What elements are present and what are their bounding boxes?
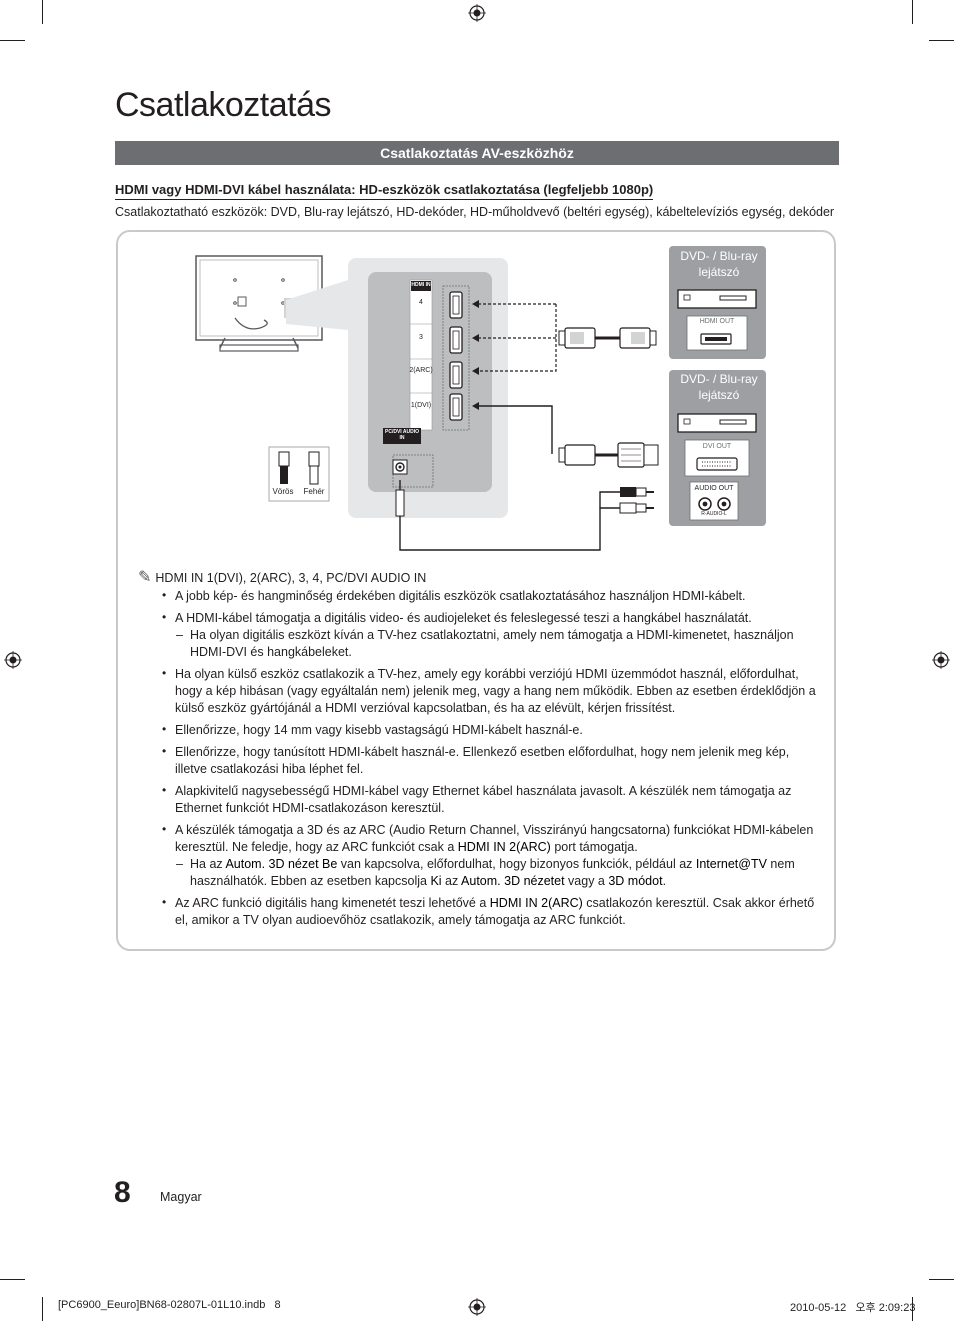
- page-number: 8: [114, 1176, 131, 1209]
- port-name: HDMI IN 2(ARC): [457, 840, 551, 854]
- list-item: •Alapkivitelű nagysebességű HDMI-kábel v…: [162, 783, 792, 815]
- crop-mark: [929, 1279, 954, 1280]
- sub-list-item: –Ha az Autom. 3D nézet Be van kapcsolva,…: [176, 857, 795, 888]
- rca-plug-white-icon: [308, 451, 320, 485]
- port-label-audio-out: AUDIO OUT: [694, 485, 734, 492]
- hdmi-dvi-cable-icon: [558, 442, 659, 468]
- setting-name: 3D módot: [608, 874, 663, 888]
- print-date: 2010-05-12 오후 2:09:23: [790, 1302, 916, 1314]
- crop-mark: [0, 1279, 25, 1280]
- rca-plug-white-icon: [619, 502, 654, 514]
- print-file-info: [PC6900_Eeuro]BN68-02807L-01L10.indb 8: [58, 1299, 281, 1311]
- hdmi-port-icon: [449, 361, 463, 389]
- crop-mark: [929, 40, 954, 41]
- device-label-1: DVD- / Blu-ray lejátszó: [680, 249, 758, 279]
- registration-mark-icon: [468, 1298, 486, 1316]
- legend-white-label: Fehér: [303, 487, 325, 496]
- crop-mark: [42, 1297, 43, 1321]
- sub-text: .: [662, 874, 667, 888]
- port-name: HDMI IN 2(ARC): [489, 896, 583, 910]
- tv-hdmi-in-label: HDMI IN: [411, 282, 431, 288]
- list-item: •Ha olyan külső eszköz csatlakozik a TV-…: [162, 666, 816, 715]
- notes-list: •A jobb kép- és hangminőség érdekében di…: [160, 588, 820, 934]
- hdmi-port-icon: [449, 291, 463, 319]
- legend-red-label: Vörös: [272, 487, 294, 496]
- list-item: •A jobb kép- és hangminőség érdekében di…: [162, 588, 746, 603]
- pencil-note-icon: ✎: [138, 569, 152, 586]
- list-item: •A készülék támogatja a 3D és az ARC (Au…: [162, 822, 814, 854]
- list-item: •Az ARC funkció digitális hang kimenetét…: [162, 895, 815, 927]
- crop-mark: [42, 0, 43, 24]
- sub-list-item-text: Ha olyan digitális eszközt kíván a TV-he…: [190, 628, 794, 659]
- port-label-hdmi-out: HDMI OUT: [699, 318, 735, 325]
- list-item: •Ellenőrizze, hogy 14 mm vagy kisebb vas…: [162, 722, 583, 737]
- list-item-text: port támogatja.: [550, 840, 638, 854]
- tv-port-3-label: 3: [419, 334, 423, 341]
- list-item-text: A jobb kép- és hangminőség érdekében dig…: [175, 589, 746, 603]
- list-item: •Ellenőrizze, hogy tanúsított HDMI-kábel…: [162, 744, 790, 776]
- page-title: Csatlakoztatás: [115, 86, 332, 124]
- list-item-text: csatlakozón keresztül. Csak akkor érhető…: [175, 896, 815, 927]
- setting-value: Ki: [430, 874, 442, 888]
- sub-text: vagy a: [564, 874, 609, 888]
- rca-plug-red-icon: [620, 487, 654, 497]
- section-header: Csatlakoztatás AV-eszközhöz: [115, 141, 839, 165]
- tv-pc-audio-label: PC/DVI AUDIO IN: [385, 429, 419, 441]
- hdmi-port-icon: [449, 393, 463, 421]
- rca-plug-red-icon: [278, 451, 290, 484]
- dashed-connection: [474, 303, 557, 372]
- list-item-text: Ellenőrizze, hogy tanúsított HDMI-kábelt…: [175, 745, 790, 776]
- list-item-text: A készülék támogatja a 3D és az ARC (Aud…: [175, 823, 814, 854]
- disc-player-icon: [677, 289, 757, 309]
- registration-mark-icon: [932, 651, 950, 669]
- connection-diagram: [195, 246, 766, 551]
- sub-list-item: –Ha olyan digitális eszközt kíván a TV-h…: [176, 628, 794, 659]
- port-label-dvi-out: DVI OUT: [702, 443, 732, 450]
- sub-text: az: [441, 874, 462, 888]
- sub-text: van kapcsolva, előfordulhat, hogy bizony…: [337, 857, 696, 871]
- note-heading: ✎HDMI IN 1(DVI), 2(ARC), 3, 4, PC/DVI AU…: [138, 567, 426, 587]
- crop-mark: [0, 40, 25, 41]
- port-label-audio-rl: R-AUDIO-L: [701, 511, 727, 517]
- setting-name: Autom. 3D nézetet: [461, 874, 565, 888]
- crop-mark: [912, 1297, 913, 1321]
- list-item-text: A HDMI-kábel támogatja a digitális video…: [175, 611, 752, 625]
- sub-text: nem használhatók. Ebben az esetben kapcs…: [190, 857, 795, 888]
- registration-mark-icon: [468, 4, 486, 22]
- registration-mark-icon: [4, 651, 22, 669]
- hdmi-cable-icon: [558, 327, 657, 349]
- list-item-text: Az ARC funkció digitális hang kimenetét …: [175, 896, 490, 910]
- device-label-2: DVD- / Blu-ray lejátszó: [680, 372, 758, 402]
- list-item: •A HDMI-kábel támogatja a digitális vide…: [162, 610, 752, 625]
- language-label: Magyar: [160, 1190, 202, 1204]
- list-item-text: Ellenőrizze, hogy 14 mm vagy kisebb vast…: [175, 723, 583, 737]
- content-panel: [116, 230, 836, 951]
- list-item-text: Ha olyan külső eszköz csatlakozik a TV-h…: [175, 667, 816, 715]
- tv-port-4-label: 4: [419, 299, 423, 306]
- note-heading-text: HDMI IN 1(DVI), 2(ARC), 3, 4, PC/DVI AUD…: [155, 571, 427, 585]
- feature-name: Internet@TV: [695, 857, 767, 871]
- sub-text: Ha az: [190, 857, 226, 871]
- subheading: HDMI vagy HDMI-DVI kábel használata: HD-…: [115, 182, 654, 200]
- dvi-port-icon: [696, 457, 738, 471]
- list-item-text: Alapkivitelű nagysebességű HDMI-kábel va…: [175, 784, 792, 815]
- disc-player-icon: [677, 413, 757, 433]
- tv-port-2-label: 2(ARC): [409, 367, 433, 374]
- crop-mark: [912, 0, 913, 24]
- setting-name: Autom. 3D nézet Be: [225, 857, 338, 871]
- tv-port-1-label: 1(DVI): [410, 402, 432, 409]
- hdmi-port-icon: [449, 326, 463, 354]
- compatible-devices: Csatlakoztatható eszközök: DVD, Blu-ray …: [115, 205, 835, 219]
